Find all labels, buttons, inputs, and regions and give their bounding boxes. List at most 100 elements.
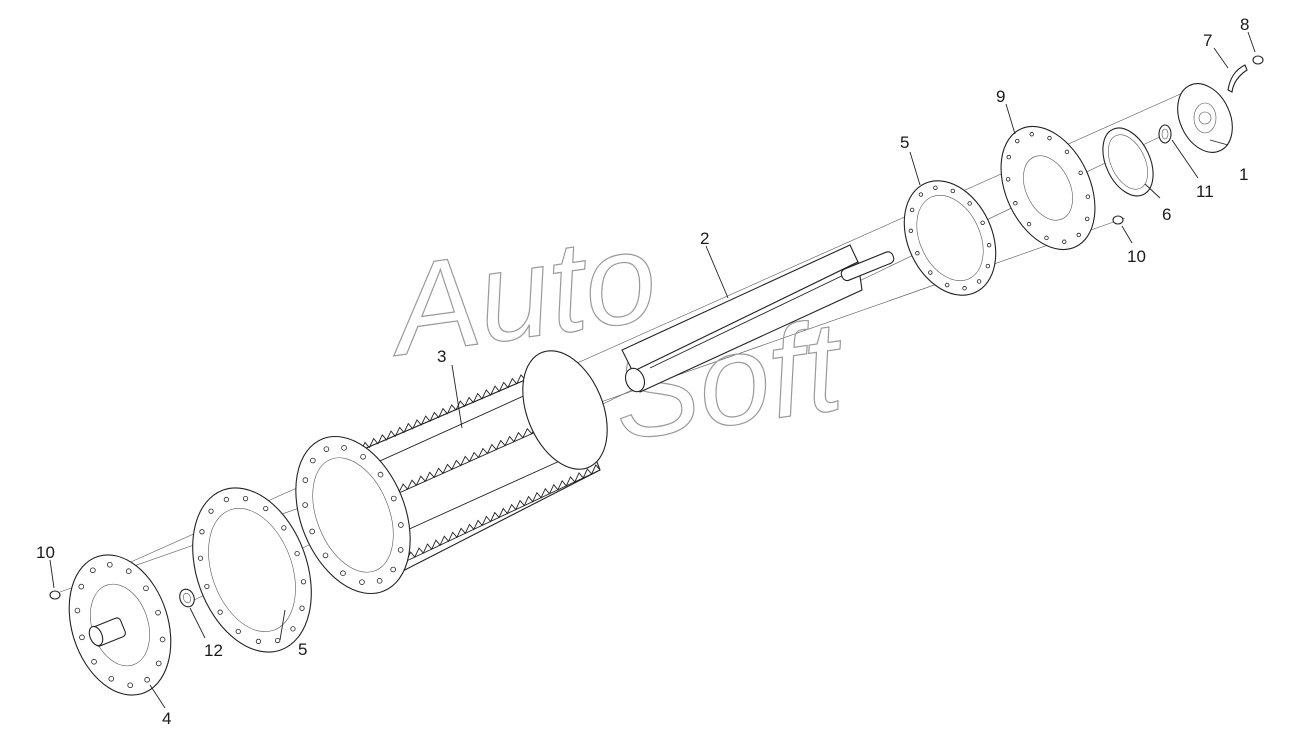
bolt-hole [310, 457, 316, 464]
bolt-hole [397, 547, 404, 553]
bolt-hole [1084, 216, 1090, 222]
bolt-hole [204, 583, 210, 590]
bolt-hole [281, 525, 287, 531]
bolt-hole [340, 570, 346, 577]
bolt-hole [255, 638, 262, 644]
part-6-ring [1102, 127, 1154, 197]
bolt-hole [302, 477, 309, 483]
bolt-hole [79, 634, 85, 641]
callout-5-right: 5 [900, 133, 909, 152]
bolt-hole [322, 552, 329, 559]
bolt-hole [976, 279, 982, 284]
bolt-hole [944, 282, 950, 288]
bolt-hole [1064, 149, 1070, 155]
bolt-hole [1076, 232, 1081, 238]
bolt-hole [962, 286, 967, 291]
bolt-hole [155, 609, 161, 616]
bolt-hole [108, 676, 115, 682]
bolt-hole [323, 446, 330, 452]
bolt-hole [1006, 154, 1012, 160]
bolt-hole [208, 508, 214, 514]
bolt-hole [360, 453, 366, 460]
bolt-hole [290, 626, 296, 632]
bolt-hole [263, 505, 269, 512]
bolt-hole [302, 502, 308, 508]
callout-9: 9 [996, 87, 1005, 106]
callout-8: 8 [1240, 15, 1249, 34]
bolt-hole [928, 270, 933, 275]
bolt-hole [74, 607, 81, 614]
callout-12: 12 [204, 641, 223, 660]
callout-2: 2 [700, 229, 709, 248]
leader-lines [49, 31, 1256, 709]
bolt-hole [915, 251, 920, 256]
bolt-hole [933, 185, 938, 190]
part-12-bearing [179, 588, 195, 608]
callout-labels: 1 2 3 4 5 5 6 7 8 9 10 10 11 12 [36, 15, 1249, 728]
bolt-hole [199, 529, 205, 535]
callout-3: 3 [437, 347, 446, 366]
bolt-hole [78, 583, 85, 590]
bolt-hole [909, 207, 915, 213]
part-2-shaft-beam [621, 244, 895, 393]
bolt-hole [90, 567, 96, 574]
bolt-hole [309, 528, 316, 535]
bolt-hole [242, 496, 249, 502]
bolt-hole [155, 660, 162, 667]
bolt-hole [106, 561, 113, 568]
part-5-gasket-right [903, 180, 997, 296]
bolt-hole [1062, 239, 1067, 244]
bolt-hole [294, 550, 300, 557]
bolt-hole [127, 682, 134, 689]
bolt-hole [390, 566, 396, 573]
bolt-hole [341, 445, 347, 451]
part-11-seal [1158, 124, 1172, 144]
bolt-hole [1047, 135, 1052, 141]
bolt-hole [300, 579, 307, 585]
bolt-hole [985, 263, 991, 269]
part-10-bolt-left [49, 590, 61, 600]
bolt-hole [275, 637, 281, 644]
bolt-hole [1005, 177, 1011, 182]
bolt-hole [143, 585, 149, 592]
bolt-hole [197, 555, 204, 561]
bolt-hole [967, 201, 972, 206]
bolt-hole [223, 496, 229, 503]
bolt-hole [398, 522, 404, 528]
bolt-hole [159, 636, 166, 643]
bolt-hole [986, 242, 992, 248]
bolt-hole [950, 188, 956, 194]
bolt-hole [1013, 201, 1018, 206]
part-7-bracket [1227, 64, 1248, 93]
bolt-hole [1085, 194, 1091, 199]
callout-6: 6 [1162, 205, 1171, 224]
bolt-hole [299, 605, 305, 611]
bolt-hole [376, 578, 383, 584]
callout-5-left: 5 [298, 640, 307, 659]
bolt-hole [1029, 132, 1034, 137]
callout-10-left: 10 [36, 543, 55, 562]
part-3-toothed-drum [295, 350, 608, 595]
bolt-hole [918, 192, 924, 197]
bolt-hole [1026, 221, 1032, 227]
bolt-hole [91, 658, 97, 665]
part-4-end-flange [68, 554, 172, 696]
bolt-hole [1078, 170, 1083, 175]
bolt-hole [390, 495, 397, 502]
part-9-bearing-plate [1000, 125, 1096, 251]
bolt-hole [144, 676, 150, 683]
callout-11: 11 [1196, 182, 1214, 201]
callout-4: 4 [162, 709, 171, 728]
bolt-hole [377, 471, 384, 478]
part-8-bolt [1252, 55, 1264, 65]
bolt-hole [125, 568, 132, 574]
bolt-hole [235, 628, 241, 635]
callout-7: 7 [1203, 31, 1212, 50]
bolt-hole [908, 228, 914, 234]
part-10-bolt-right [1112, 215, 1124, 225]
part-5-gasket-left [192, 487, 312, 653]
callout-1: 1 [1239, 165, 1248, 184]
part-1-cover [1177, 83, 1233, 153]
bolt-hole [359, 579, 365, 585]
